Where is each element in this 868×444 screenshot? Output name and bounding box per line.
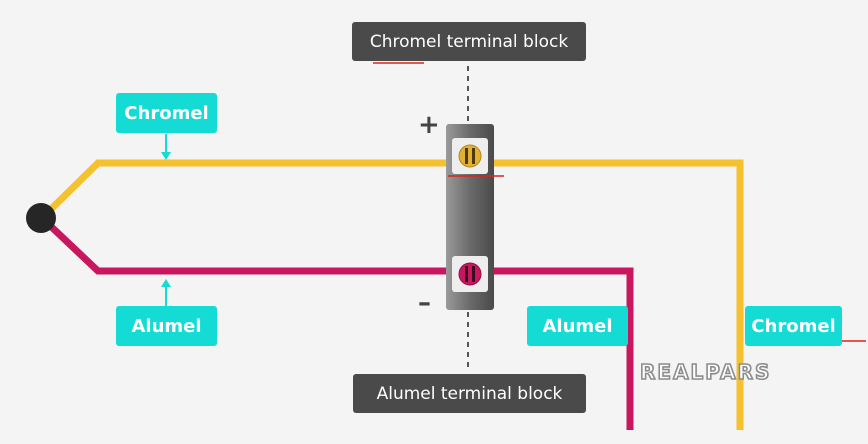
chromel-arrowhead-icon	[161, 152, 171, 160]
realpars-logo: REALPARS	[639, 359, 772, 385]
measuring-junction	[26, 203, 56, 233]
chromel-wire-label: Chromel	[116, 93, 217, 133]
negative-sign: –	[418, 288, 431, 318]
alumel-screw-slot	[472, 266, 475, 282]
chromel-extension-label: Chromel	[745, 306, 842, 346]
alumel-arrowhead-icon	[161, 279, 171, 287]
chromel-screw-slot	[472, 148, 475, 164]
alumel-wire-label: Alumel	[116, 306, 217, 346]
chromel-screw-slot	[465, 148, 468, 164]
alumel-screw-icon	[458, 262, 482, 286]
chromel-wire	[39, 159, 744, 430]
alumel-wire	[39, 215, 634, 430]
chromel-screw-icon	[458, 144, 482, 168]
alumel-extension-label: Alumel	[527, 306, 628, 346]
chromel-terminal-block-label: Chromel terminal block	[352, 22, 586, 61]
positive-sign: +	[418, 110, 440, 140]
alumel-screw-slot	[465, 266, 468, 282]
alumel-terminal-block-label: Alumel terminal block	[353, 374, 586, 413]
